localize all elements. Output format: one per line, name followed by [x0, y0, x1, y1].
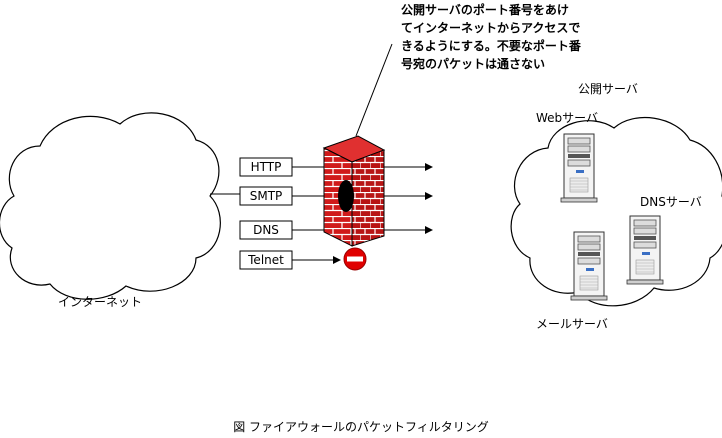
http-port-label: HTTP [251, 160, 282, 174]
figure-caption: 図 ファイアウォールのパケットフィルタリング [233, 420, 489, 434]
web-server-icon [560, 133, 598, 203]
dns-port-label: DNS [253, 223, 279, 237]
callout-line-2: てインターネットからアクセスで [401, 21, 580, 35]
firewall-brick-wall-icon [322, 135, 386, 247]
public-server-group-label: 公開サーバ [578, 82, 638, 96]
callout-text: 公開サーバのポート番号をあけ てインターネットからアクセスで きるようにする。不… [401, 2, 582, 71]
no-entry-icon [343, 247, 367, 271]
smtp-port-label: SMTP [250, 189, 283, 203]
callout-line-3: きるようにする。不要なポート番 [401, 38, 582, 53]
callout-line-4: 号宛のパケットは通さない [401, 56, 545, 71]
web-server-label: Webサーバ [536, 111, 598, 125]
callout-leader-line [355, 43, 393, 137]
firewall-hole [338, 180, 354, 212]
internet-cloud-icon [0, 112, 221, 300]
callout-line-1: 公開サーバのポート番号をあけ [401, 2, 569, 17]
telnet-port-label: Telnet [247, 253, 284, 267]
mail-server-label: メールサーバ [536, 317, 608, 331]
public-server-cloud-icon [510, 116, 722, 307]
internet-label: インターネット [58, 295, 142, 309]
mail-server-icon [570, 231, 608, 301]
dns-server-label: DNSサーバ [640, 195, 702, 209]
dns-server-icon [626, 215, 664, 285]
